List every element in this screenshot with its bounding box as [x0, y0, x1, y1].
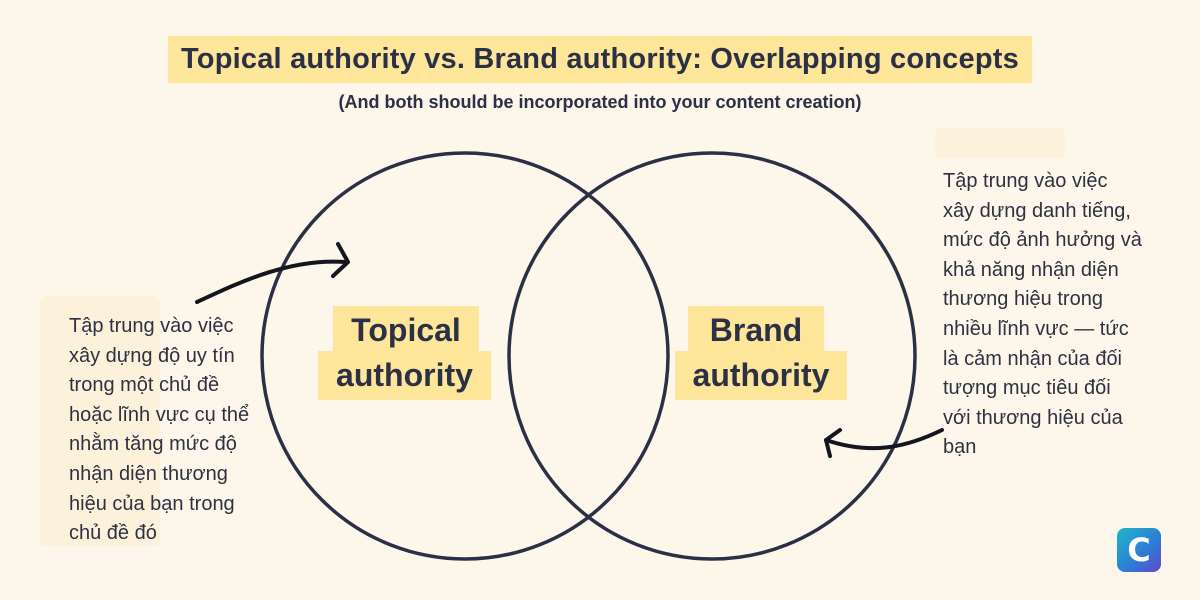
title-wrap: Topical authority vs. Brand authority: O…: [0, 36, 1200, 83]
topical-authority-circle: [260, 151, 670, 561]
right-description-highlight: [935, 128, 1065, 158]
page-title: Topical authority vs. Brand authority: O…: [168, 36, 1032, 83]
brand-authority-circle: [507, 151, 917, 561]
topical-label-line1: Topical: [351, 312, 461, 348]
left-description-highlight: [40, 296, 160, 546]
brand-authority-label-1: Brand: [688, 306, 824, 355]
topical-authority-description: Tập trung vào việc xây dựng độ uy tín tr…: [69, 315, 250, 545]
brand-authority-description: Tập trung vào việc xây dựng danh tiếng, …: [943, 170, 1142, 459]
left-arrow: [195, 242, 350, 304]
brand-logo-icon: C: [1117, 528, 1161, 572]
brand-label-line1: Brand: [709, 312, 803, 348]
brand-label-line2: authority: [692, 357, 830, 393]
topical-authority-label-2: authority: [318, 351, 491, 400]
right-arrow: [824, 428, 944, 458]
topical-authority-label-1: Topical: [333, 306, 479, 355]
page-subtitle: (And both should be incorporated into yo…: [338, 92, 862, 112]
topical-label-line2: authority: [336, 357, 473, 393]
brand-authority-label-2: authority: [675, 351, 847, 400]
